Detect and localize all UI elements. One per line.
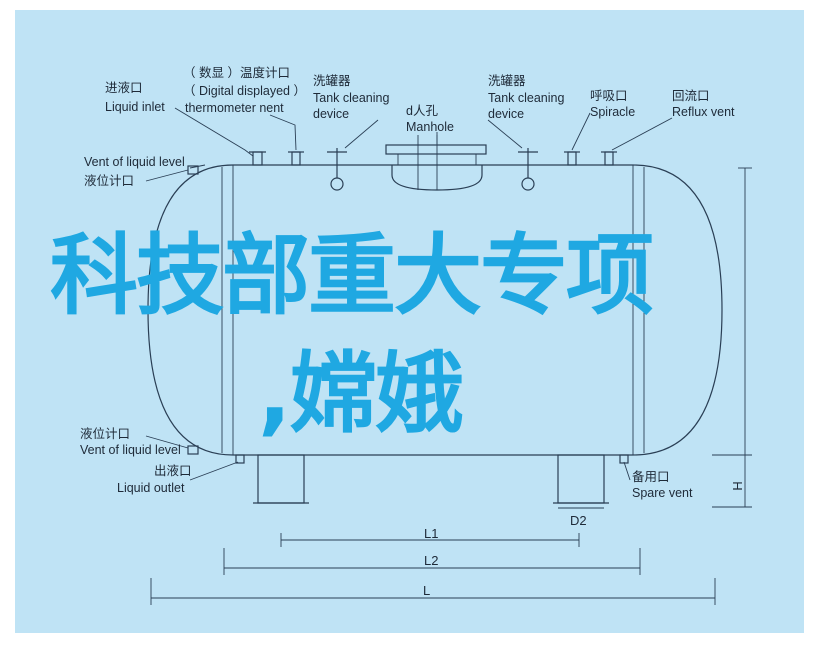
label-outlet-en: Liquid outlet [117, 481, 185, 495]
dimension-labels: D2 L1 L2 L H [423, 481, 745, 598]
label-outlet-zh: 出液口 [154, 463, 192, 478]
tank-body [147, 164, 723, 456]
label-level-bottom-zh: 液位计口 [80, 426, 130, 441]
dim-l-label: L [423, 583, 430, 598]
label-cleaning-right-zh: 洗罐器 [488, 74, 526, 88]
label-spiracle-en: Spiracle [590, 105, 635, 119]
leader-lines [145, 107, 673, 481]
overlay-subline: ,嫦娥 [258, 342, 463, 445]
dim-d2-label: D2 [570, 513, 587, 528]
label-manhole-zh: d人孔 [406, 104, 438, 118]
label-reflux-en: Reflux vent [672, 105, 735, 119]
label-cleaning-left-zh: 洗罐器 [313, 74, 351, 88]
label-reflux-zh: 回流口 [672, 89, 710, 103]
manhole [385, 135, 487, 191]
label-thermometer-zh: （ 数显 ）温度计口 [183, 65, 290, 80]
dim-l2-label: L2 [424, 553, 438, 568]
label-manhole-en: Manhole [406, 120, 454, 134]
level-bottom-nozzle [187, 445, 199, 455]
label-level-top-zh: 液位计口 [84, 173, 134, 188]
label-thermometer-en2: thermometer nent [185, 101, 284, 115]
label-cleaning-right-en2: device [488, 107, 524, 121]
diagram-background [15, 10, 804, 633]
label-cleaning-right-en1: Tank cleaning [488, 91, 564, 105]
label-liquid-inlet-en: Liquid inlet [105, 100, 165, 114]
dim-h-label: H [730, 481, 745, 490]
label-cleaning-left-en1: Tank cleaning [313, 91, 389, 105]
liquid-outlet-nozzle [235, 454, 245, 464]
bottom-outlets [235, 454, 629, 504]
dim-l1-label: L1 [424, 526, 438, 541]
label-spare-en: Spare vent [632, 486, 693, 500]
dimension-lines [150, 167, 752, 605]
cleaning-device-right-ball [521, 177, 535, 191]
label-level-top-en: Vent of liquid level [84, 155, 185, 169]
labels: 进液口 Liquid inlet （ 数显 ）温度计口 （ Digital di… [80, 65, 735, 500]
label-level-bottom-en: Vent of liquid level [80, 443, 181, 457]
manhole-flange [385, 144, 487, 155]
overlay-headline: 科技部重大专项 [50, 224, 654, 327]
label-spiracle-zh: 呼吸口 [590, 89, 628, 103]
label-thermometer-en1: （ Digital displayed ） [183, 84, 306, 98]
label-cleaning-left-en2: device [313, 107, 349, 121]
label-liquid-inlet-zh: 进液口 [105, 80, 143, 95]
label-spare-zh: 备用口 [632, 470, 670, 484]
cleaning-device-left-ball [330, 177, 344, 191]
top-nozzles [249, 148, 617, 191]
